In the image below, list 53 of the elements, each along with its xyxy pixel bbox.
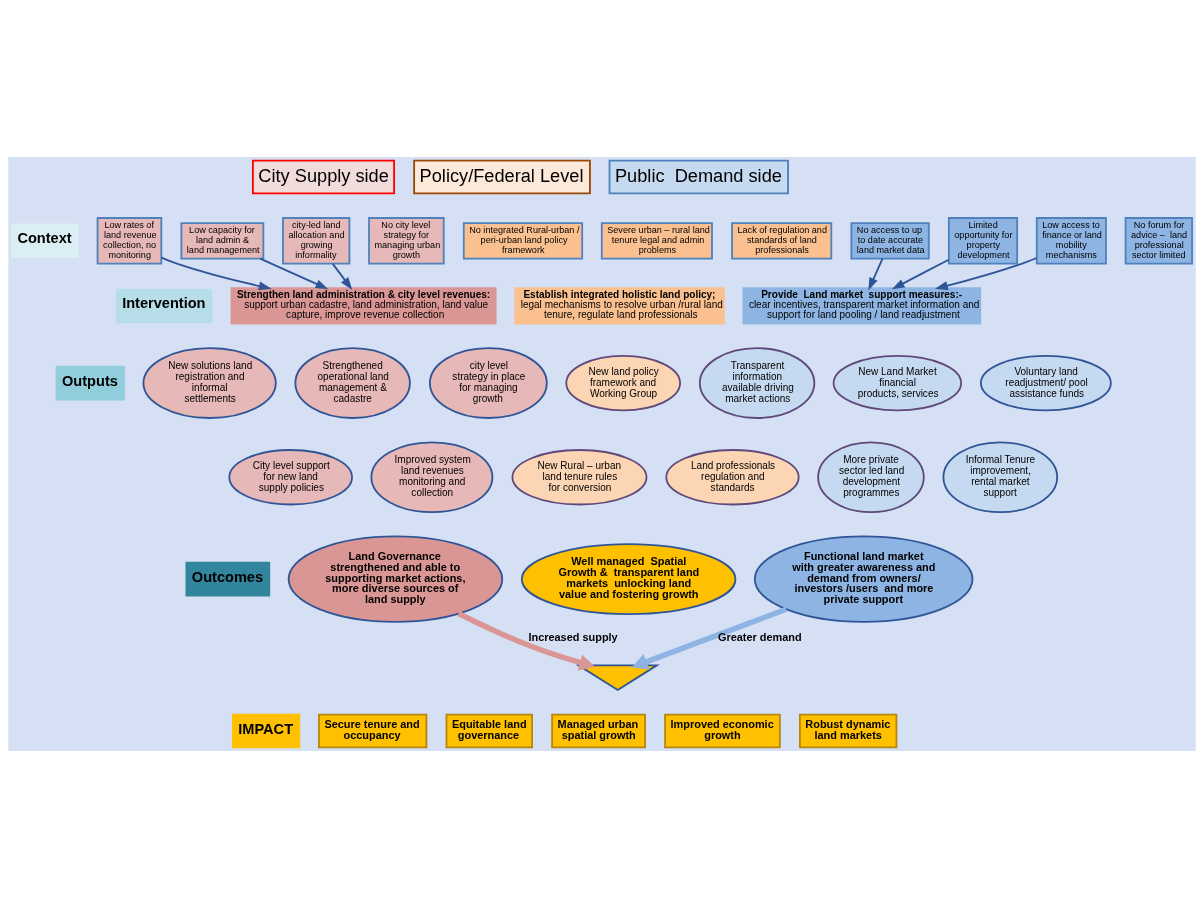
node-box: Outputs [55,365,125,401]
arrow [160,256,272,291]
node-box: No forum for advice – land professional sector limited [1124,217,1193,265]
node-ellipse: Voluntary land readjustment/ pool assistance funds [979,354,1112,412]
node-box: Policy/Federal Level [413,159,591,195]
node-ellipse: New land policy framework and Working Group [565,354,681,412]
node-box: IMPACT [231,713,301,749]
node-box: Lack of regulation and standards of land professionals [731,222,833,260]
node-box: Low rates of land revenue collection, no monitoring [96,217,163,265]
node-box: Low access to finance or land mobility mechanisms [1035,217,1107,265]
node-ellipse: Improved system land revenues monitoring and collection [370,441,494,514]
node-box: Low capacity for land admin & land management [180,222,265,260]
node-ellipse: Well managed Spatial Growth & transparent land markets unlocking land value and fostering growth [520,543,737,615]
node-ellipse: Land Governance strengthened and able to supporting market actions, more diverse sources of land supply [287,535,504,623]
node-ellipse: Informal Tenure improvement, rental market support [942,441,1059,514]
node-box: city-led land allocation and growing informality [282,217,351,265]
node-box: Equitable land governance [445,713,533,749]
node-box: Outcomes [185,561,271,597]
node-box: Secure tenure and occupancy [318,713,428,749]
arrow [457,611,596,671]
node-ellipse: Transparent information available driving market actions [698,347,816,419]
edge-label: Greater demand [717,631,802,644]
node-ellipse: city level strategy in place for managing growth [428,347,548,419]
node-box: No city level strategy for managing urban growth [368,217,445,265]
arrow [935,257,1038,291]
node-ellipse: City level support for new land supply policies [228,449,353,506]
node-arrow [575,664,661,692]
node-box: Public Demand side [608,159,789,195]
node-ellipse: Strengthened operational land management & cadastre [294,347,411,419]
node-box: No integrated Rural-urban / peri-urban land policy framework [462,222,584,260]
node-ellipse: New Land Market financial products, services [832,354,963,412]
node-ellipse: More private sector led land development programmes [817,441,925,514]
arrow [631,606,788,670]
node-ellipse: New Rural – urban land tenure rules for conversion [511,449,648,506]
node-box: Robust dynamic land markets [799,713,898,749]
node-box: Provide Land market support measures:- clear incentives, transparent market information and support for land pooling / land readjustment [742,287,982,325]
node-ellipse: New solutions land registration and informal settlements [142,347,277,419]
node-box: City Supply side [251,159,395,195]
arrow [891,258,950,290]
node-box: Improved economic growth [664,713,781,749]
node-box: Limited opportunity for property development [947,217,1019,265]
node-ellipse: Land professionals regulation and standards [665,449,800,506]
node-ellipse: Functional land market with greater awareness and demand from owners/ investors /users and more private support [753,535,974,623]
edge-label: Increased supply [528,631,618,644]
arrow [259,257,329,290]
arrow [331,262,353,290]
node-box: Managed urban spatial growth [551,713,646,749]
node-box: No access to up to date accurate land market data [850,222,930,260]
arrow [868,257,884,291]
node-box: Severe urban – rural land tenure legal and admin problems [600,222,713,260]
node-box: Intervention [115,288,213,324]
node-box: Strengthen land administration & city level revenues: support urban cadastre, land administration, land value capture, improve revenue collection [230,287,497,325]
node-box: Establish integrated holistic land policy; legal mechanisms to resolve urban /rural land tenure, regulate land professionals [514,287,725,325]
